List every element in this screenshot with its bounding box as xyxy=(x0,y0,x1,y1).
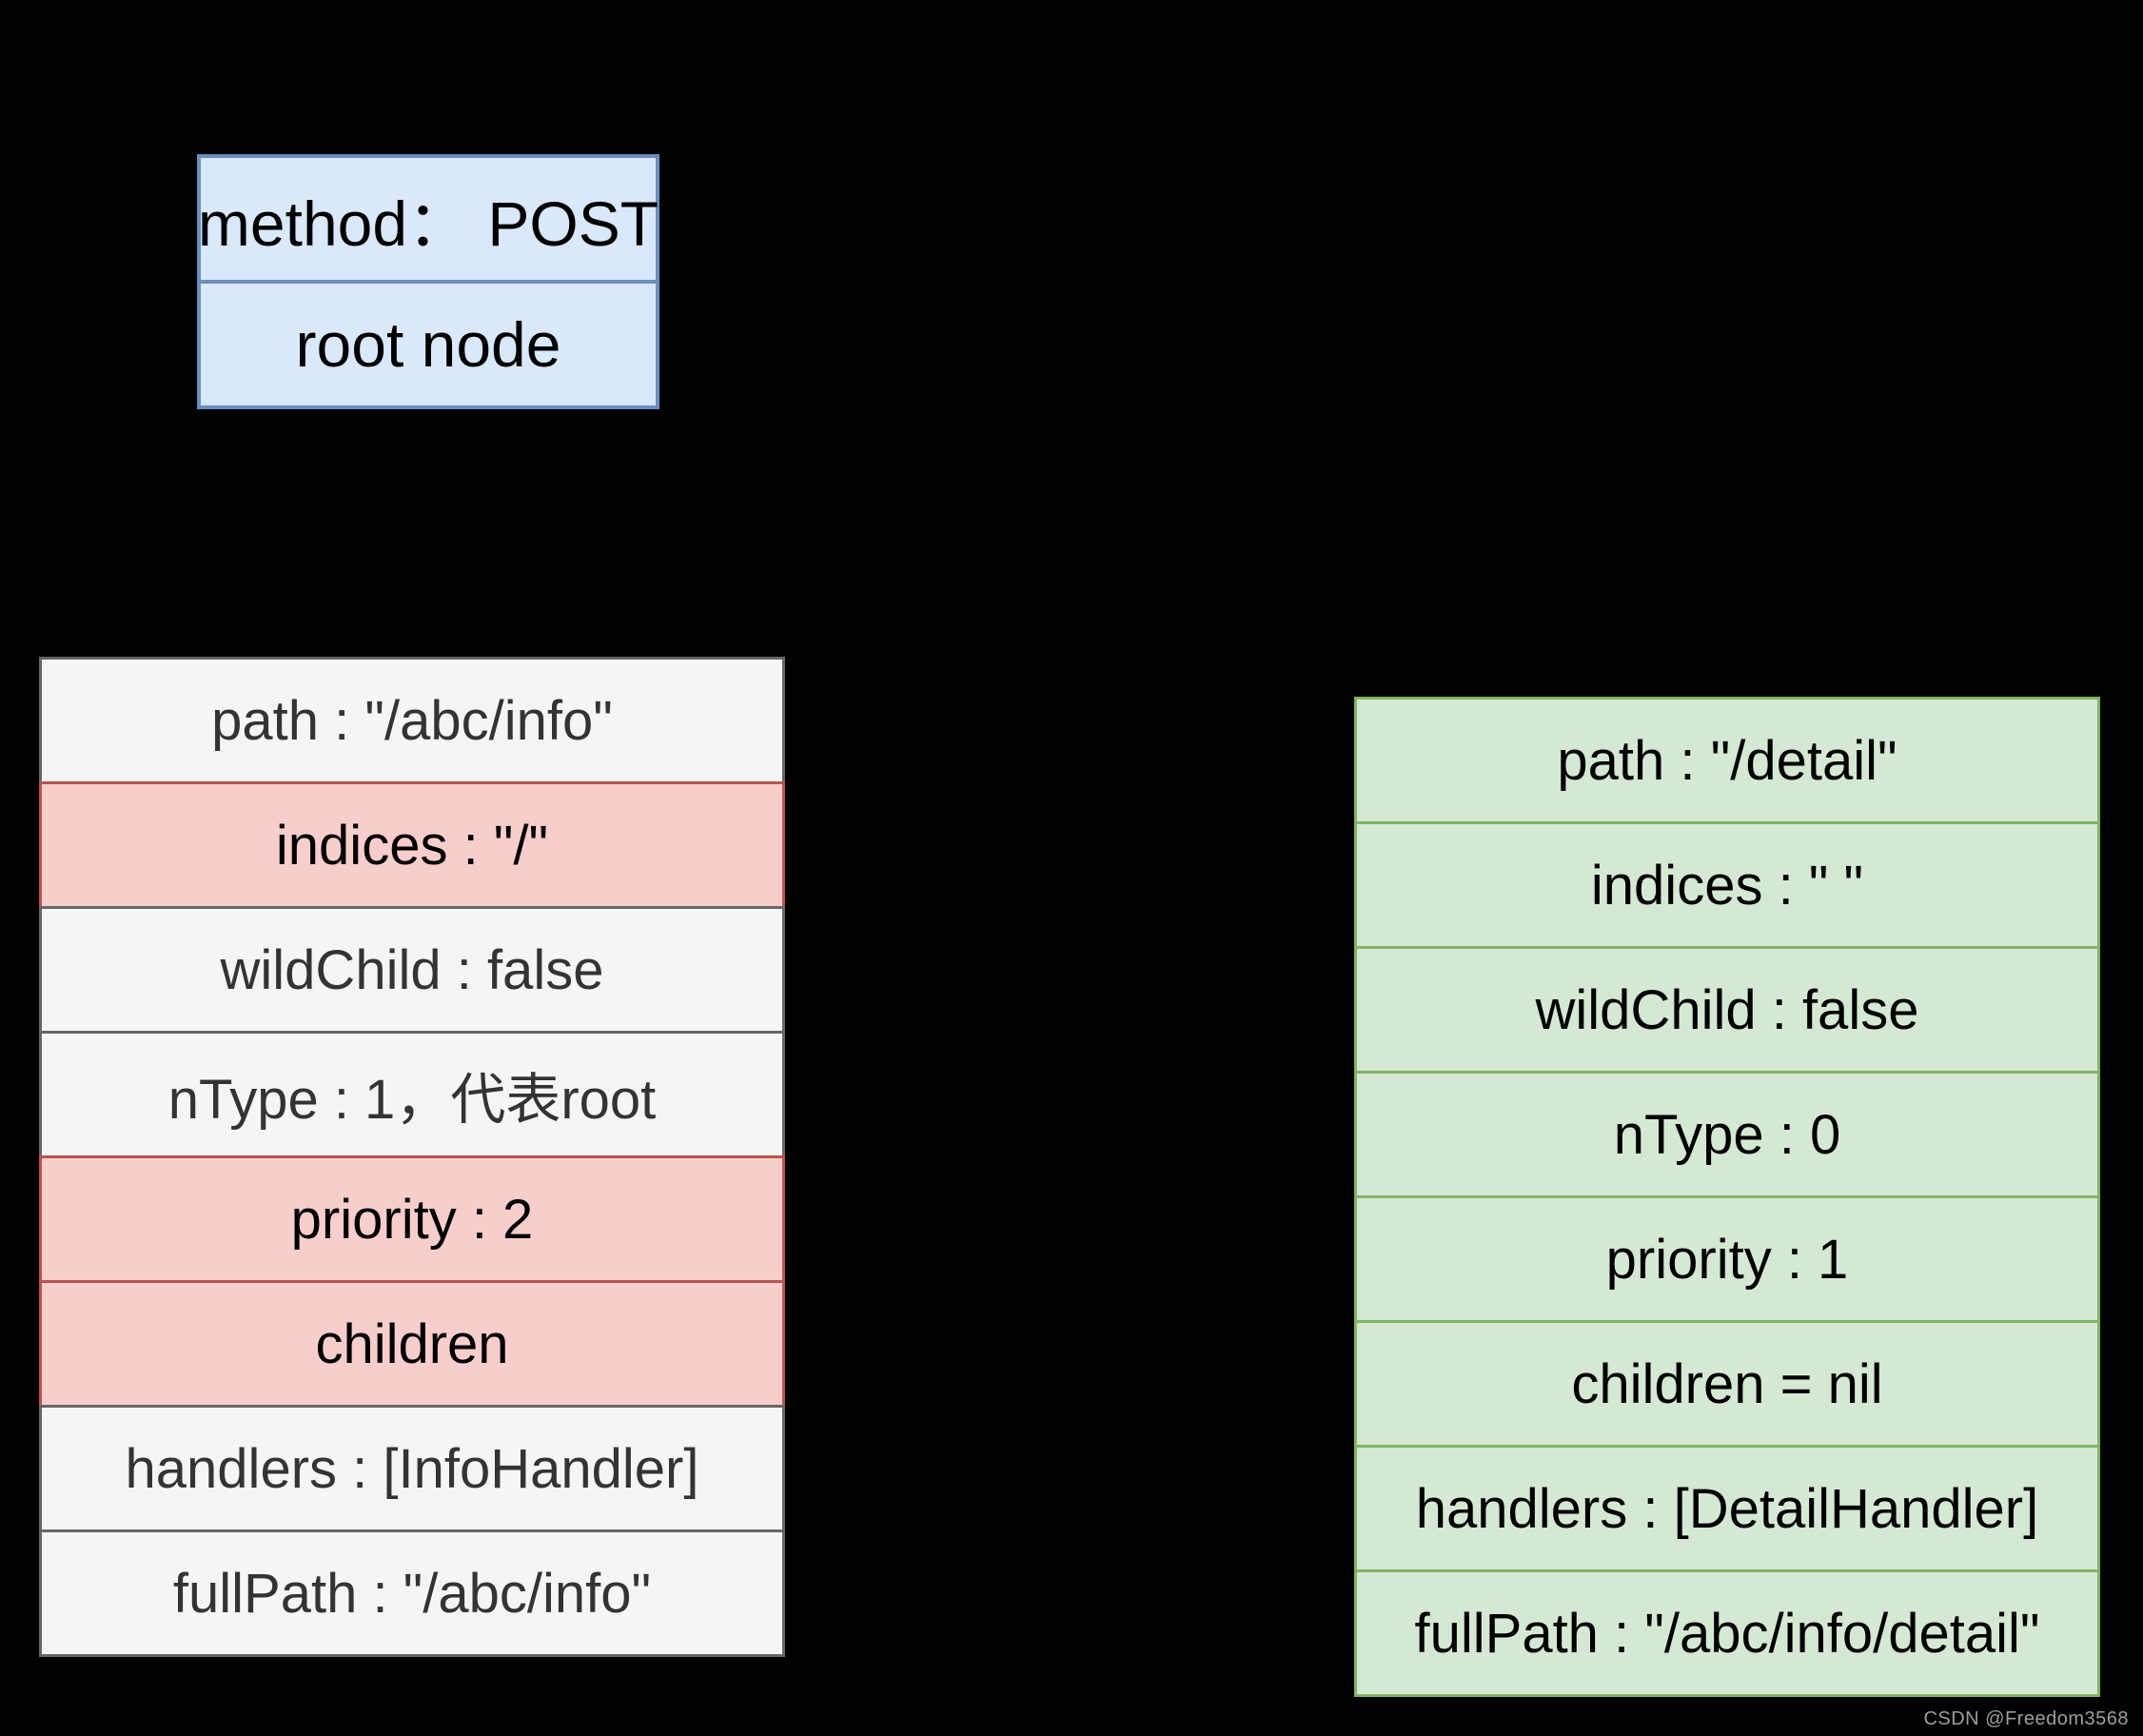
info-row-handlers: handlers : [InfoHandler] xyxy=(39,1405,785,1532)
watermark-text: CSDN @Freedom3568 xyxy=(1923,1708,2129,1729)
root-node-method-row: method： POST xyxy=(197,154,659,284)
info-row-children: children xyxy=(39,1280,785,1408)
info-row-indices: indices : "/" xyxy=(39,781,785,909)
info-row-ntype: nType : 1，代表root xyxy=(39,1031,785,1158)
info-row-fullpath: fullPath : "/abc/info" xyxy=(39,1529,785,1657)
detail-node-table: path : "/detail" indices : " " wildChild… xyxy=(1354,697,2100,1697)
info-node-table: path : "/abc/info" indices : "/" wildChi… xyxy=(39,657,785,1657)
root-node-box: method： POST root node xyxy=(197,154,659,409)
info-row-priority: priority : 2 xyxy=(39,1155,785,1283)
detail-row-ntype: nType : 0 xyxy=(1354,1071,2100,1198)
detail-row-wildchild: wildChild : false xyxy=(1354,946,2100,1074)
root-node-label-row: root node xyxy=(197,280,659,409)
info-row-wildchild: wildChild : false xyxy=(39,906,785,1034)
detail-row-children: children = nil xyxy=(1354,1320,2100,1448)
detail-row-priority: priority : 1 xyxy=(1354,1195,2100,1323)
detail-row-indices: indices : " " xyxy=(1354,821,2100,949)
detail-row-path: path : "/detail" xyxy=(1354,697,2100,824)
detail-row-handlers: handlers : [DetailHandler] xyxy=(1354,1445,2100,1572)
detail-row-fullpath: fullPath : "/abc/info/detail" xyxy=(1354,1569,2100,1697)
info-row-path: path : "/abc/info" xyxy=(39,657,785,784)
